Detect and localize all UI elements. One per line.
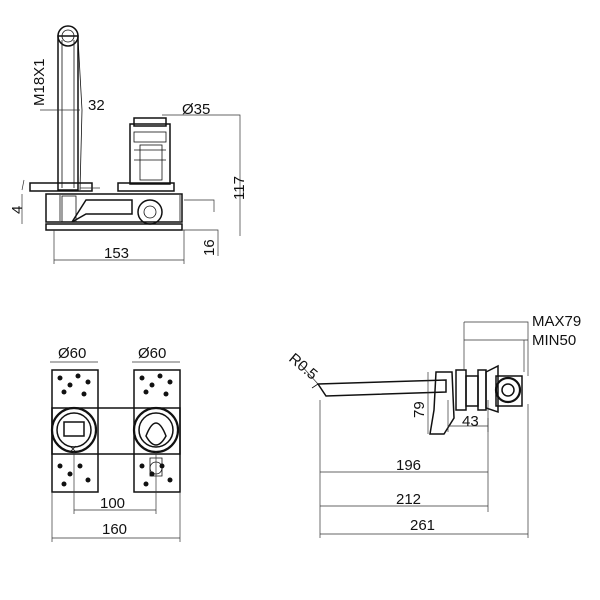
dimension-labels: M18X1 32 Ø35 117 4 16 153 Ø60 Ø60 100 16… bbox=[9, 58, 581, 538]
dim-153-label: 153 bbox=[104, 245, 129, 262]
side-view bbox=[299, 321, 529, 538]
dim-43-label: 43 bbox=[462, 413, 479, 430]
dim-261-label: 261 bbox=[410, 517, 435, 534]
min50-label: MIN50 bbox=[532, 332, 576, 349]
dia-60-right-label: Ø60 bbox=[138, 345, 166, 362]
radius-label: R0.5 bbox=[285, 350, 320, 383]
dim-16-label: 16 bbox=[201, 239, 218, 256]
dia-35-label: Ø35 bbox=[182, 101, 210, 118]
dim-32-label: 32 bbox=[88, 97, 105, 114]
dim-117-label: 117 bbox=[231, 176, 248, 200]
dim-79-label: 79 bbox=[411, 401, 428, 418]
dim-160-label: 160 bbox=[102, 521, 127, 538]
max79-label: MAX79 bbox=[532, 313, 581, 330]
dim-100-label: 100 bbox=[100, 495, 125, 512]
dim-4-label: 4 bbox=[9, 206, 26, 214]
thread-label: M18X1 bbox=[31, 58, 48, 106]
dim-196-label: 196 bbox=[396, 457, 421, 474]
wall-plate-view bbox=[50, 361, 181, 542]
dia-60-left-label: Ø60 bbox=[58, 345, 86, 362]
dim-212-label: 212 bbox=[396, 491, 421, 508]
front-elevation-view bbox=[21, 25, 241, 264]
